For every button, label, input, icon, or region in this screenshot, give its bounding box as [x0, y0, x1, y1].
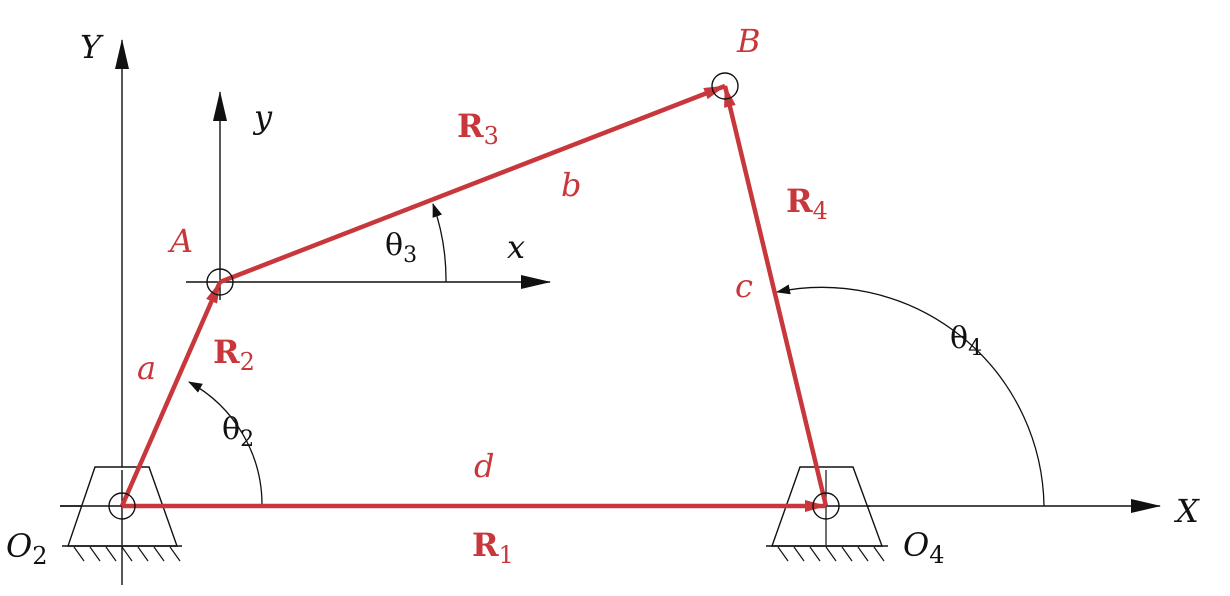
vector-r3 — [219, 83, 726, 285]
vector-r2 — [119, 281, 223, 507]
point-o4-label: O4 — [903, 526, 945, 569]
length-b-label: b — [561, 166, 581, 204]
vector-r4-label: R4 — [786, 182, 828, 225]
vector-r2-label: R2 — [213, 333, 255, 376]
vector-r1-label: R1 — [472, 526, 514, 569]
theta3-arc — [432, 203, 447, 283]
theta3-label: θ3 — [385, 228, 417, 268]
theta4-arc — [776, 284, 1045, 507]
theta2-label: θ2 — [222, 412, 254, 452]
length-a-label: a — [137, 349, 156, 387]
theta4-label: θ4 — [950, 321, 982, 361]
point-b-label: B — [736, 22, 761, 60]
vector-r3-label: R3 — [457, 107, 499, 150]
pin-joint-b — [711, 72, 739, 100]
point-o2-label: O2 — [6, 527, 48, 570]
local-y-axis-label: y — [252, 98, 273, 136]
length-d-label: d — [474, 447, 494, 485]
point-a-label: A — [167, 222, 193, 260]
pin-joint-o2 — [108, 492, 136, 520]
local-x-axis-label: x — [507, 228, 525, 266]
pin-joint-a — [206, 268, 234, 296]
length-c-label: c — [735, 267, 753, 305]
global-y-axis-label: Y — [80, 28, 104, 66]
vector-r4 — [722, 85, 829, 507]
pin-joint-o4 — [812, 492, 840, 520]
theta2-arc — [188, 381, 263, 507]
global-x-axis-label: X — [1173, 492, 1200, 530]
ground-support-o4 — [766, 466, 888, 562]
